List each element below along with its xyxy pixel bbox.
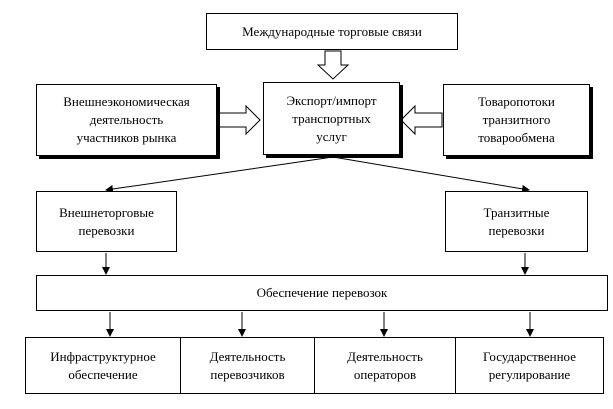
arrow-to-transit <box>332 156 530 193</box>
transit-transport-label: Транзитные перевозки <box>483 204 550 238</box>
export-import-label: Экспорт/импорт транспортных услуг <box>286 92 377 144</box>
block-arrow-down-icon <box>316 50 350 80</box>
foreign-trade-transport-label: Внешнеторговые перевозки <box>59 204 154 238</box>
block-arrow-right-icon <box>218 104 261 136</box>
infrastructure-box: Инфраструктурное обеспечение <box>25 337 181 394</box>
transit-transport-box: Транзитные перевозки <box>445 191 588 252</box>
international-trade-box: Международные торговые связи <box>206 13 458 50</box>
state-regulation-box: Государственное регулирование <box>455 337 604 394</box>
operators-activity-label: Деятельность операторов <box>347 348 423 382</box>
foreign-economic-activity-label: Внешнеэкономическая деятельность участни… <box>63 94 190 145</box>
transport-provision-label: Обеспечение перевозок <box>256 285 388 300</box>
export-import-box: Экспорт/импорт транспортных услуг <box>263 82 400 155</box>
foreign-economic-activity-box: Внешнеэкономическая деятельность участни… <box>36 84 217 156</box>
state-regulation-label: Государственное регулирование <box>483 348 576 382</box>
infrastructure-label: Инфраструктурное обеспечение <box>50 348 156 382</box>
goods-flows-label: Товаропотоки транзитного товарообмена <box>478 94 555 145</box>
transport-provision-box: Обеспечение перевозок <box>36 275 608 311</box>
arrow-to-foreign-trade <box>105 156 334 193</box>
carriers-activity-box: Деятельность перевозчиков <box>180 337 315 394</box>
international-trade-label: Международные торговые связи <box>242 23 422 39</box>
foreign-trade-transport-box: Внешнеторговые перевозки <box>36 191 177 252</box>
goods-flows-box: Товаропотоки транзитного товарообмена <box>443 84 590 156</box>
carriers-activity-label: Деятельность перевозчиков <box>209 348 286 382</box>
block-arrow-left-icon <box>400 104 443 136</box>
operators-activity-box: Деятельность операторов <box>314 337 456 394</box>
